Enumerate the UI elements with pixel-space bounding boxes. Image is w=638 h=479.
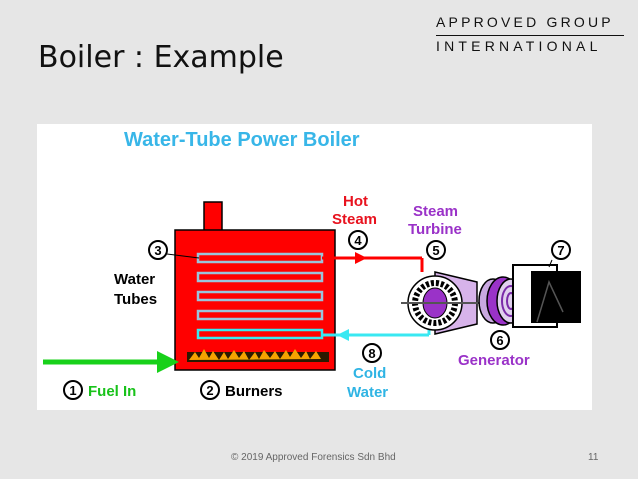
logo-line-1: APPROVED GROUP: [436, 14, 614, 30]
marker-7: 7: [551, 240, 571, 260]
marker-8: 8: [362, 343, 382, 363]
marker-3: 3: [148, 240, 168, 260]
logo-divider: [436, 35, 624, 36]
page-number: 11: [588, 452, 599, 463]
svg-text:2: 2: [206, 383, 213, 398]
svg-text:5: 5: [432, 243, 439, 258]
svg-text:7: 7: [557, 243, 564, 258]
svg-text:6: 6: [496, 333, 503, 348]
slide-footer: © 2019 Approved Forensics Sdn Bhd: [231, 452, 396, 463]
cold-water-label-2: Water: [347, 384, 388, 401]
boiler-diagram-svg: Water-Tube Power Boiler: [43, 129, 581, 401]
svg-text:3: 3: [154, 243, 161, 258]
marker-4: 4: [348, 230, 368, 250]
generator-label: Generator: [458, 352, 530, 369]
slide-title: Boiler : Example: [38, 40, 284, 75]
marker-5: 5: [426, 240, 446, 260]
marker-6: 6: [490, 330, 510, 350]
marker-2: 2: [200, 380, 220, 400]
hot-steam-label-1: Hot: [343, 193, 368, 210]
logo-line-2: INTERNATIONAL: [436, 38, 602, 54]
burners-label: Burners: [225, 383, 283, 400]
svg-text:1: 1: [69, 383, 76, 398]
cold-water-label-1: Cold: [353, 365, 386, 382]
fuel-in-arrow: [43, 351, 179, 373]
company-logo: APPROVED GROUP INTERNATIONAL: [436, 14, 626, 54]
fuel-in-label: Fuel In: [88, 383, 136, 400]
steam-turbine-label-2: Turbine: [408, 221, 462, 238]
hot-steam-label-2: Steam: [332, 211, 377, 228]
water-tubes-label-1: Water: [114, 271, 155, 288]
cold-water-pipe: [322, 320, 431, 341]
svg-text:8: 8: [368, 346, 375, 361]
hot-steam-pipe: [322, 252, 424, 272]
water-tubes-pointer: [166, 253, 200, 259]
water-tubes-label-2: Tubes: [114, 291, 157, 308]
burner-flames: [187, 349, 329, 362]
steam-turbine-label-1: Steam: [413, 203, 458, 220]
generator: [478, 264, 581, 328]
boiler-diagram: Water-Tube Power Boiler: [37, 124, 592, 410]
generator-pointer: [548, 259, 553, 268]
diagram-title: Water-Tube Power Boiler: [124, 129, 360, 151]
boiler-body: [174, 201, 336, 371]
svg-text:4: 4: [354, 233, 362, 248]
marker-1: 1: [63, 380, 83, 400]
